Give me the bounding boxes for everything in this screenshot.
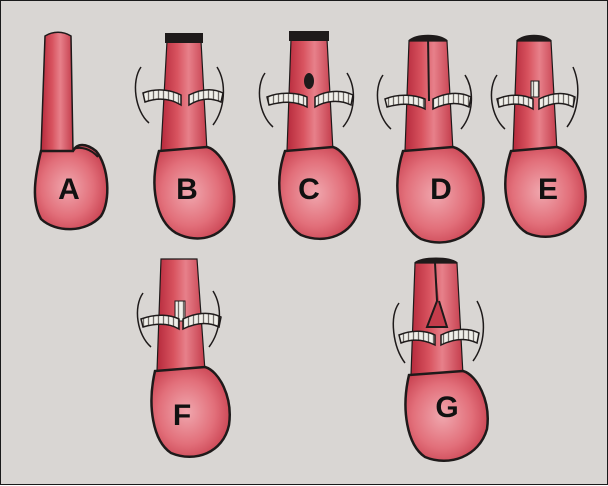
panel-c <box>259 31 359 239</box>
panel-label-e: E <box>528 173 568 207</box>
panel-label-f: F <box>162 399 202 433</box>
panel-label-c: C <box>289 173 329 207</box>
panel-a-esophagus <box>41 32 73 151</box>
panel-label-b: B <box>167 173 207 207</box>
panel-c-defect <box>304 73 314 89</box>
panel-d-right-crus-suture <box>433 93 471 109</box>
panel-b-right-crus-suture <box>189 90 223 105</box>
panel-label-d: D <box>421 173 461 207</box>
panel-e-closure-stitch <box>531 81 539 97</box>
panel-c-left-crus-suture <box>267 93 307 107</box>
panel-g-cut-end <box>415 259 457 264</box>
panel-c-cut-end <box>289 31 329 41</box>
panel-b-cut-end <box>165 33 203 43</box>
panel-b-left-crus-suture <box>143 90 181 105</box>
panel-e-cut-end <box>517 36 551 41</box>
panel-b <box>135 33 234 238</box>
panel-label-a: A <box>49 173 89 207</box>
panel-c-right-crus-suture <box>315 91 353 107</box>
panel-d-left-crus-suture <box>385 95 425 109</box>
panel-d-incision <box>428 37 429 101</box>
panel-label-g: G <box>427 391 467 425</box>
panel-d <box>377 36 483 243</box>
panel-g <box>393 259 487 461</box>
